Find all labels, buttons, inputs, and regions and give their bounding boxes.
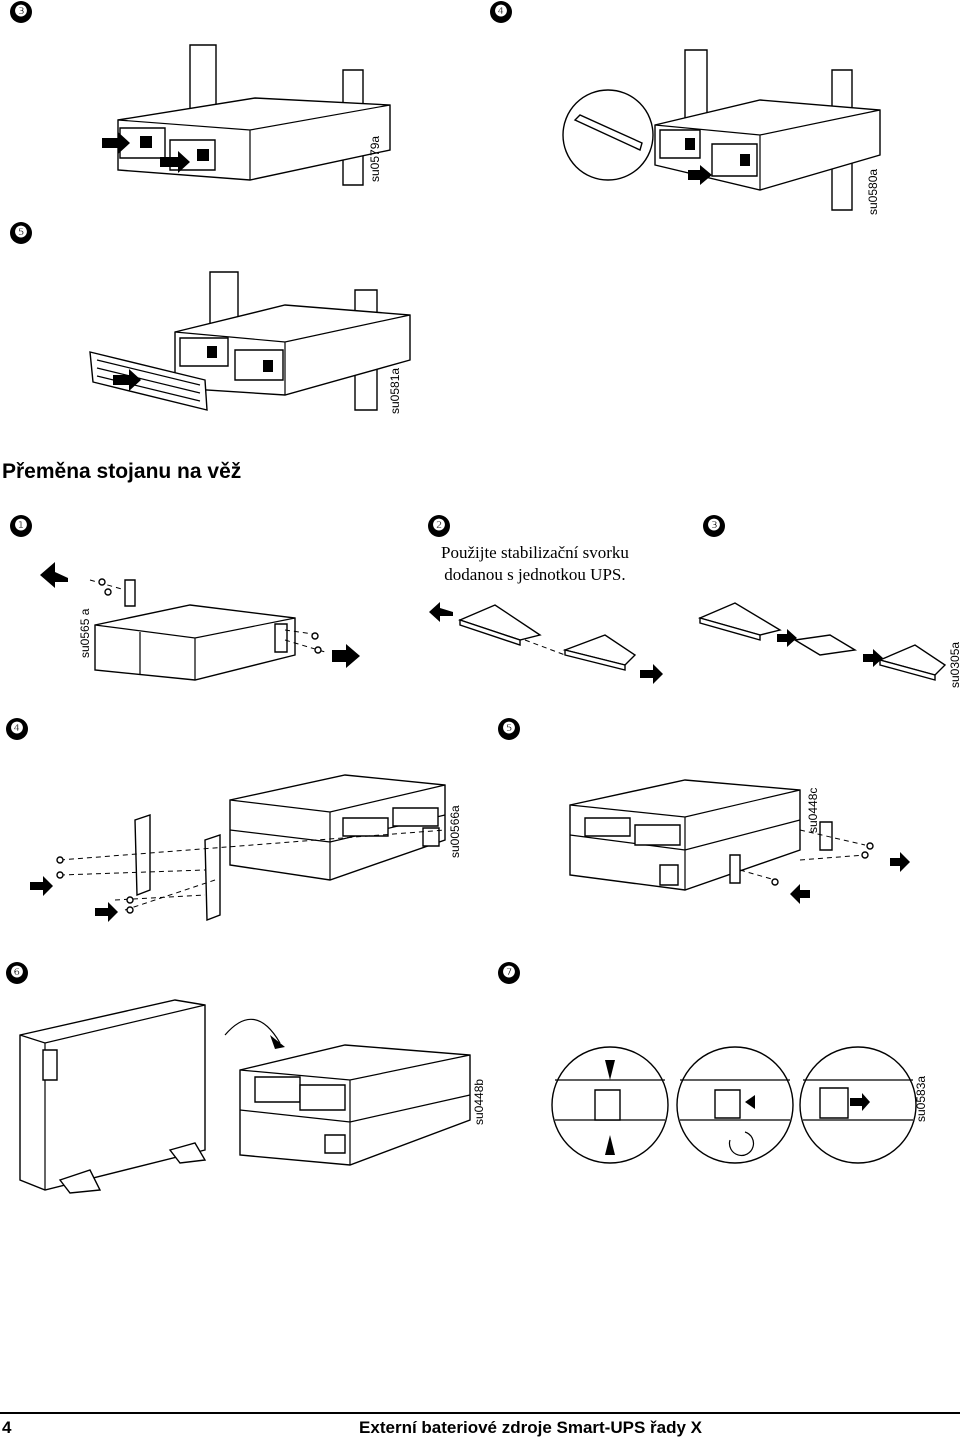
- step-number-badge: ❸: [10, 1, 32, 23]
- step-number-badge: ❼: [498, 962, 520, 984]
- step-number-badge: ❺: [10, 222, 32, 244]
- remove-brackets-illustration: [40, 562, 360, 685]
- step-number-badge: ❷: [428, 515, 450, 537]
- step-number-badge: ❻: [6, 962, 28, 984]
- figure-code: su00566a: [448, 805, 462, 858]
- connecting-bracket-illustration: [565, 770, 910, 904]
- figure-code: su0580a: [866, 168, 880, 215]
- stabilizer-note: Použijte stabilizační svorku dodanou s j…: [441, 542, 629, 586]
- figure-code: su0565 a: [78, 608, 92, 658]
- figure-code: su0583a: [914, 1075, 928, 1122]
- step-number-badge: ❶: [10, 515, 32, 537]
- stabilizer-note-line: Použijte stabilizační svorku: [441, 543, 629, 562]
- rotate-display-illustration: [550, 1040, 920, 1170]
- attach-brackets-illustration: [30, 770, 465, 922]
- footer-divider: [0, 1412, 960, 1414]
- step-number-badge: ❹: [6, 718, 28, 740]
- step-number-badge: ❹: [490, 1, 512, 23]
- document-title: Externí bateriové zdroje Smart-UPS řady …: [359, 1418, 702, 1437]
- figure-code: su0305a: [948, 641, 960, 688]
- rack-install-illustration-step5: [85, 270, 415, 415]
- rack-install-illustration-step3: [102, 40, 400, 190]
- page-number: 4: [2, 1418, 12, 1437]
- section-title: Přeměna stojanu na věž: [2, 460, 242, 483]
- step-number-badge: ❸: [703, 515, 725, 537]
- figure-code: su0579a: [368, 135, 382, 182]
- figure-code: su0448c: [806, 787, 820, 833]
- figure-code: su0448b: [472, 1078, 486, 1125]
- step-number-badge: ❺: [498, 718, 520, 740]
- figure-code: su0581a: [388, 367, 402, 414]
- stabilizer-clip-illustration: [429, 602, 663, 684]
- join-clips-illustration: [695, 600, 955, 685]
- tower-upright-illustration: [15, 995, 485, 1195]
- stabilizer-note-line: dodanou s jednotkou UPS.: [444, 565, 626, 584]
- rack-install-illustration-step4: [560, 40, 880, 220]
